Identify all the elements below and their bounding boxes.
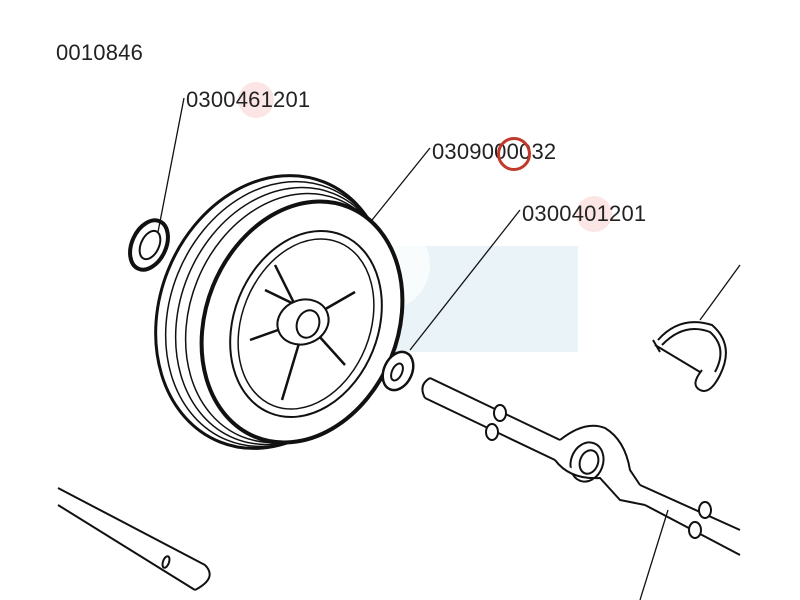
hitch-pin-part[interactable] [652,321,727,392]
rod-part[interactable] [57,487,211,591]
part-label-washer[interactable]: 0300401201 [522,201,647,226]
axle-part[interactable] [421,377,741,556]
wheel-part[interactable] [116,140,438,484]
assembly-number: 0010846 [56,40,144,65]
part-label-wheel[interactable]: 0309000032 [432,139,557,164]
washer-part[interactable] [377,347,419,395]
part-label-clip-ring[interactable]: 0300461201 [186,87,311,112]
leader-lines [157,97,741,600]
clip-ring-part[interactable] [123,214,176,275]
